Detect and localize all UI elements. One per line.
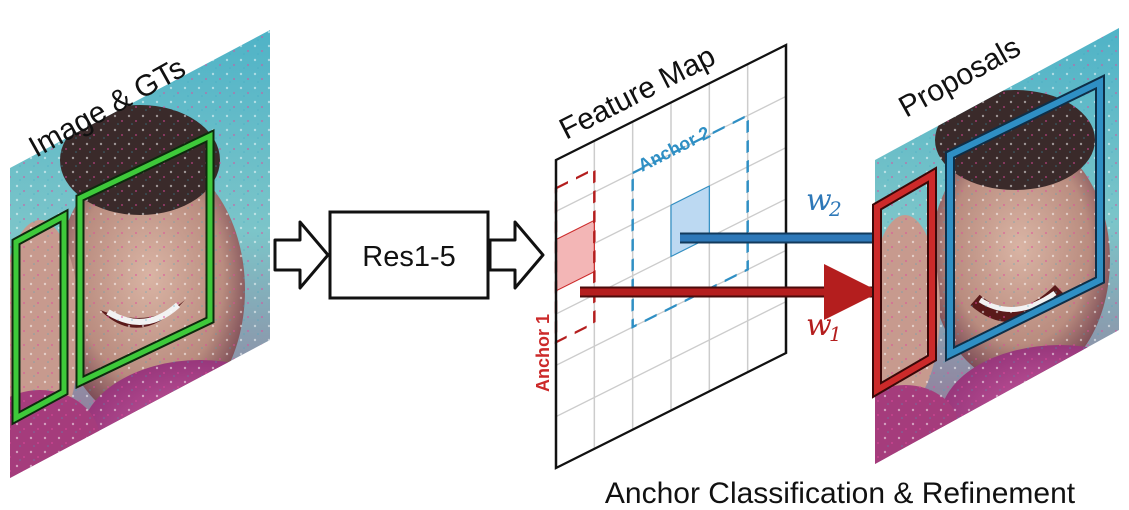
- anchor1-label: Anchor 1: [533, 314, 553, 392]
- backbone-box: Res1-5: [328, 210, 490, 300]
- hollow-arrow-1: [273, 220, 330, 290]
- feature-map-border: [554, 43, 788, 470]
- svg-text:1: 1: [829, 322, 842, 346]
- backbone-label: Res1-5: [362, 241, 456, 273]
- svg-text:w: w: [806, 308, 832, 343]
- w1-label: w 1: [806, 308, 842, 346]
- grid-line: [556, 300, 786, 418]
- svg-text:2: 2: [828, 197, 842, 221]
- caption: Anchor Classification & Refinement: [605, 477, 1076, 510]
- w2-label: w 2: [806, 183, 842, 221]
- hollow-arrow-2: [488, 220, 545, 290]
- svg-text:w: w: [806, 183, 832, 218]
- anchor2-box: [631, 113, 749, 329]
